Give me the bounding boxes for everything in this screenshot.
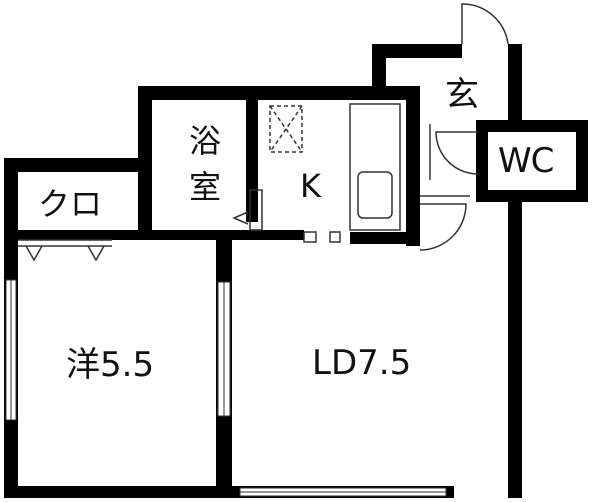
living-dining-label: LD7.5 (312, 343, 412, 383)
bathroom-label: 浴 室 (180, 118, 230, 210)
western-room-label: 洋5.5 (66, 345, 155, 385)
wc-label: WC (498, 141, 554, 181)
windows (5, 279, 447, 497)
closet-label: クロ (38, 185, 103, 223)
doors (18, 3, 509, 262)
genkan-label: 玄 (445, 75, 479, 115)
bathroom-label-line2: 室 (188, 168, 221, 206)
kitchen-label: K (300, 167, 321, 205)
kitchen-fixtures (232, 103, 401, 231)
outer-walls (4, 44, 588, 498)
bathroom-label-line1: 浴 (188, 122, 221, 160)
